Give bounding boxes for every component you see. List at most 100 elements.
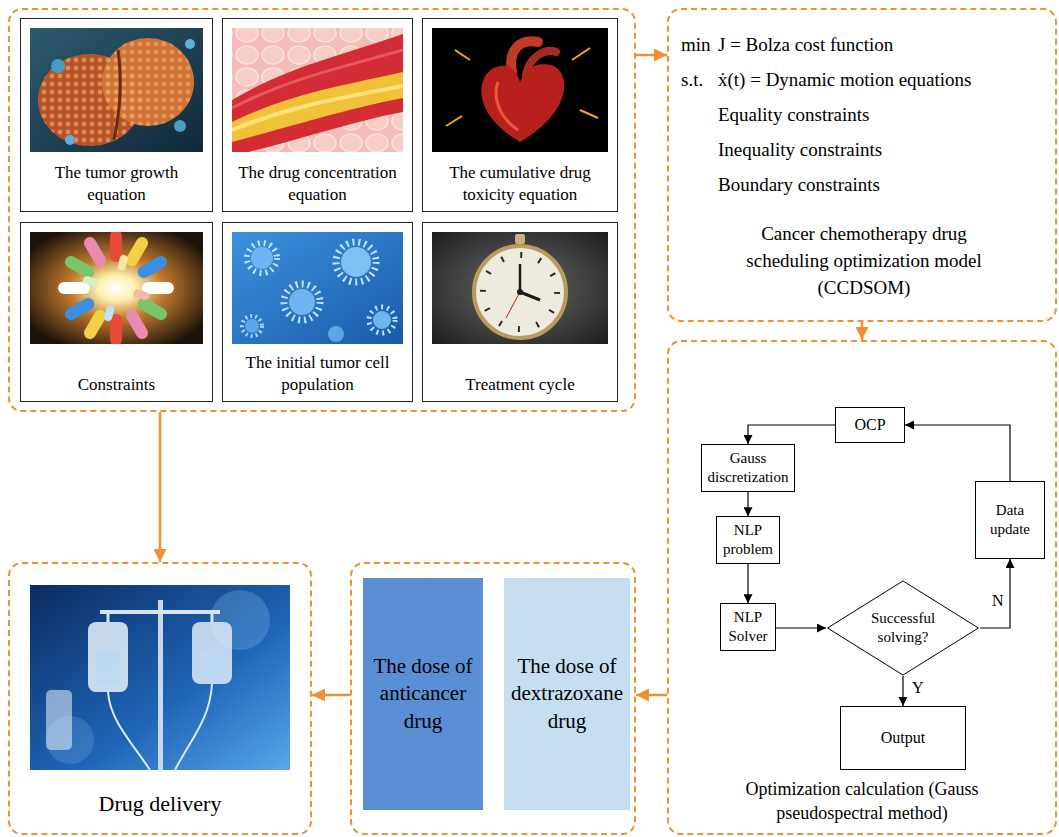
process-arrow (980, 559, 1010, 628)
drug-delivery-picture (108, 692, 150, 770)
tumor-cell-picture (102, 38, 194, 126)
input-panel: The tumor growth equationThe drug concen… (8, 8, 636, 412)
drug-delivery-picture (175, 684, 212, 770)
tumor-cell-picture (30, 28, 203, 152)
tumor-cells-picture (369, 307, 395, 333)
optimization-panel: Optimization calculation (Gauss pseudosp… (667, 340, 1057, 835)
process-arrow (776, 627, 826, 628)
drug-delivery-picture (108, 612, 212, 622)
diamond-outline (828, 581, 979, 675)
model-text: s.t. (681, 62, 703, 97)
tumor-cell-picture (185, 39, 195, 49)
flow-arrow (159, 412, 162, 562)
tile-caption: Treatment cycle (465, 374, 574, 396)
pills-picture (124, 308, 150, 342)
drug-delivery-picture (96, 650, 120, 686)
tumor-cells-picture (289, 289, 315, 315)
clock-picture (432, 232, 608, 344)
pills-picture (82, 235, 108, 269)
process-box: Data update (975, 481, 1045, 559)
delivery-panel: Drug delivery (8, 562, 312, 835)
tumor-cells-picture (232, 232, 403, 344)
pills-picture (82, 308, 108, 342)
process-arrow (747, 564, 748, 604)
model-text: Cancer chemotherapy drug scheduling opti… (732, 220, 997, 301)
tumor-cells-picture (341, 247, 371, 277)
tile-caption: Constraints (78, 374, 155, 396)
tumor-cells-picture (373, 311, 391, 329)
heart-picture (432, 28, 608, 152)
pills-picture (58, 282, 90, 294)
drug-delivery-picture (158, 600, 163, 770)
pills-picture (63, 296, 97, 322)
box-label: Successful solving? (862, 609, 944, 648)
model-text: Boundary constraints (718, 167, 880, 202)
clock-picture (483, 255, 557, 329)
edge-label: Y (910, 679, 926, 697)
dose-panel: The dose of anticancer drug The dose of d… (350, 562, 636, 835)
drug-delivery-picture (200, 650, 224, 678)
tumor-cells-picture (242, 316, 262, 336)
clock-picture (474, 246, 566, 338)
tumor-cell-picture (30, 28, 203, 152)
tumor-cell-picture (174, 120, 186, 132)
model-text: ẋ(t) = Dynamic motion equations (718, 62, 971, 97)
process-box: NLP problem (716, 516, 780, 564)
tile-caption: The initial tumor cell population (233, 352, 403, 396)
box-label: NLP problem (720, 521, 776, 560)
tumor-cells-picture (247, 243, 277, 273)
dose-box: The dose of anticancer drug (363, 578, 483, 810)
flow-arrow (312, 694, 350, 697)
tumor-cells-picture (251, 247, 273, 269)
blood-vessel-picture (232, 28, 403, 152)
edge-label: N (990, 592, 1006, 610)
pills-picture (132, 289, 150, 301)
process-box: NLP Solver (720, 603, 776, 651)
diamond-outline (826, 580, 980, 676)
pills-picture (82, 275, 100, 287)
drug-delivery-picture (30, 585, 290, 770)
tile-caption: The drug concentration equation (233, 162, 403, 206)
pills-picture (117, 254, 129, 272)
blood-vessel-picture (232, 86, 403, 130)
box-label: Output (881, 728, 925, 749)
clock-picture (520, 292, 540, 300)
heart-picture (496, 82, 518, 130)
tumor-cell-picture (51, 59, 65, 73)
heart-picture (481, 64, 564, 142)
tumor-cells-picture (245, 319, 259, 333)
tumor-cells-picture (232, 232, 403, 344)
edge-label-holder: Y (910, 679, 926, 697)
drug-delivery-picture (192, 622, 232, 684)
box-label: Gauss discretization (702, 449, 795, 488)
tumor-cells-picture (336, 242, 376, 282)
model-text: Equality constraints (718, 97, 869, 132)
tumor-cells-picture (328, 326, 344, 342)
box-label: NLP Solver (721, 608, 775, 647)
tumor-cell-picture (65, 135, 75, 145)
drug-delivery-picture (100, 610, 220, 614)
dose-label: The dose of dextrazoxane drug (506, 653, 628, 735)
pills-picture (136, 296, 170, 322)
model-text: Inequality constraints (718, 132, 882, 167)
panel-caption: Drug delivery (99, 790, 222, 819)
box-label: OCP (854, 415, 885, 436)
clock-picture (432, 232, 608, 344)
blood-vessel-picture (232, 34, 403, 152)
model-factor-tile: Treatment cycle (422, 222, 618, 402)
drug-delivery-picture (88, 622, 128, 692)
blood-vessel-picture (232, 72, 403, 142)
box-label: Data update (980, 501, 1040, 540)
process-arrow (747, 492, 748, 516)
model-factor-tile: The initial tumor cell population (222, 222, 413, 402)
clock-picture (517, 289, 523, 295)
model-factor-tile: The tumor growth equation (20, 18, 213, 212)
blood-vessel-picture (232, 50, 403, 108)
dose-box: The dose of dextrazoxane drug (504, 578, 630, 810)
model-panel: minJ = Bolza cost functions.t.ẋ(t) = Dyn… (667, 8, 1057, 322)
panel-caption: Optimization calculation (Gauss pseudosp… (740, 778, 985, 825)
tile-caption: The cumulative drug toxicity equation (435, 162, 605, 206)
model-text: J = Bolza cost function (718, 27, 893, 62)
clock-picture (515, 234, 525, 244)
dose-label: The dose of anticancer drug (367, 653, 479, 735)
